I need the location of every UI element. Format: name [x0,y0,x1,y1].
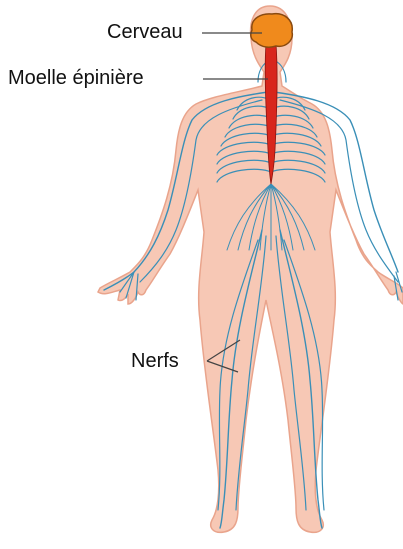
label-nerves: Nerfs [131,351,179,371]
brain [251,14,293,48]
label-brain: Cerveau [107,22,183,42]
label-spinal-cord: Moelle épinière [8,68,144,88]
body-silhouette [98,6,403,532]
